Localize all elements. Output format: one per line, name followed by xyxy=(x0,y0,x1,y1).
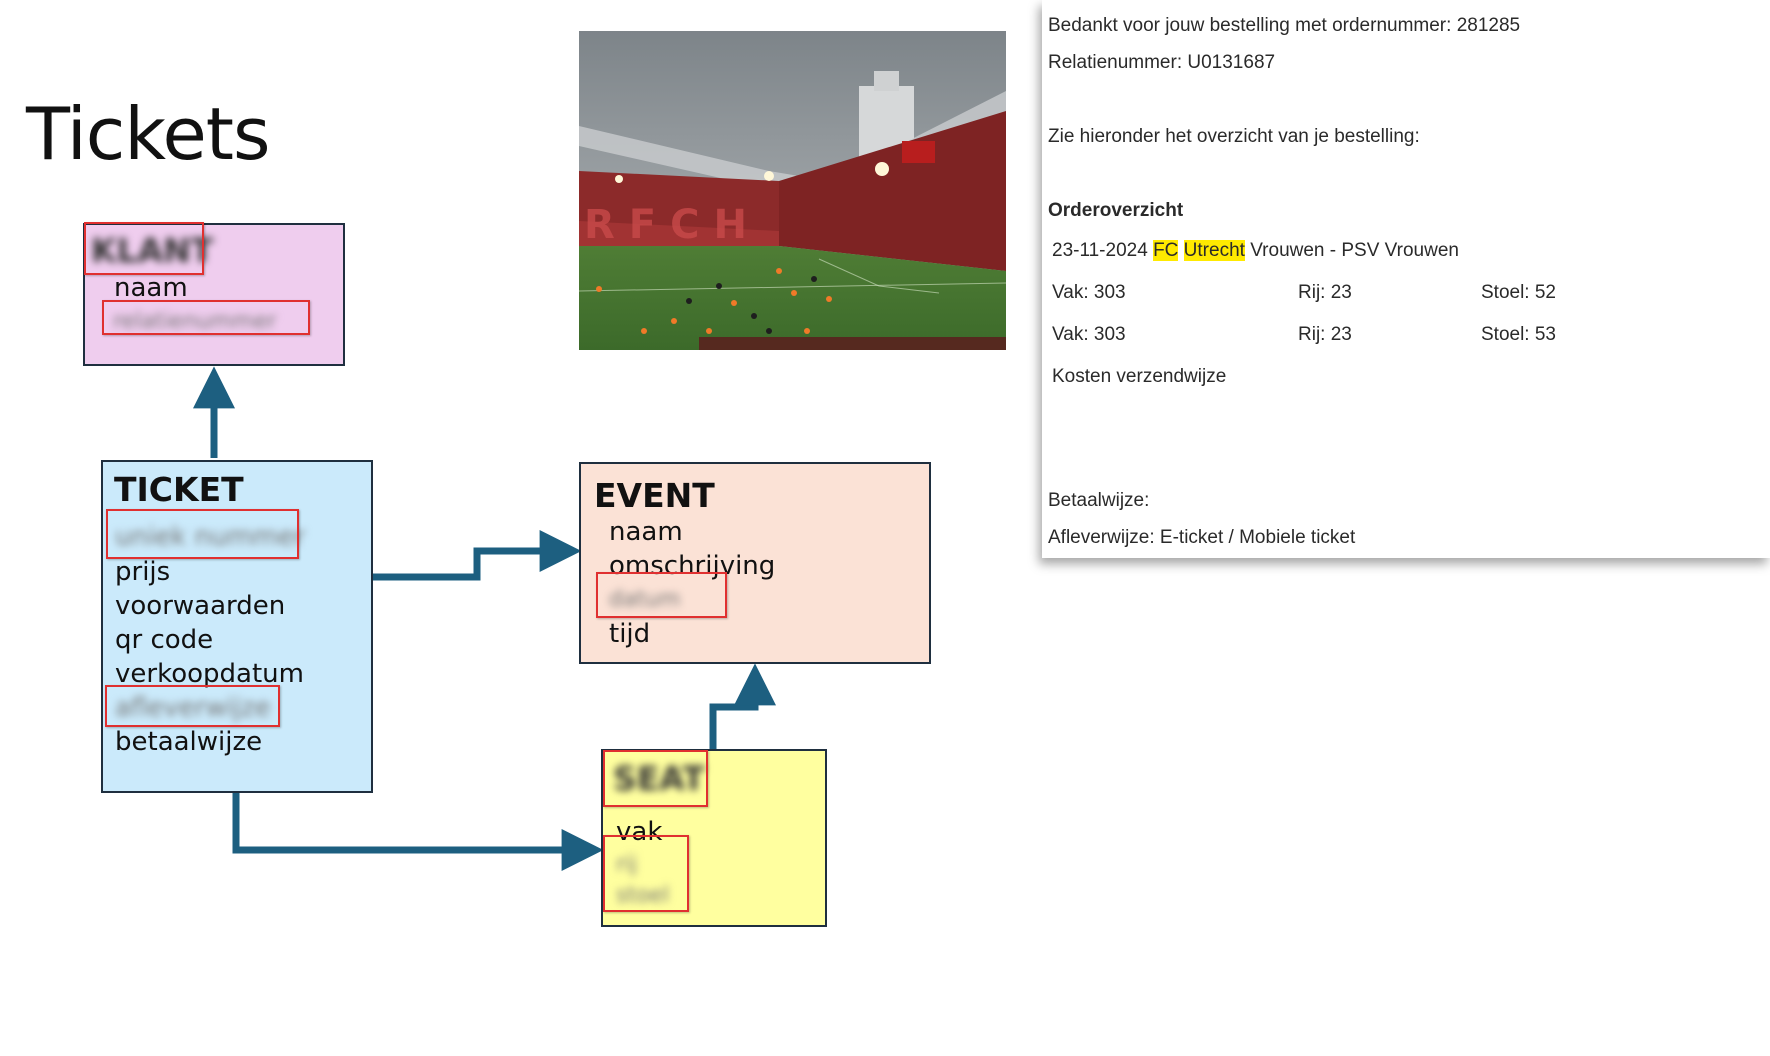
row1-vak: Vak: 303 xyxy=(1052,282,1126,303)
entity-klant: KLANT naam relatienummer xyxy=(83,223,345,366)
email-match-line: 23-11-2024 FC Utrecht Vrouwen - PSV Vrou… xyxy=(1052,240,1459,262)
ticket-attr-verkoopdatum: verkoopdatum xyxy=(115,659,304,689)
redaction-box-klant-header xyxy=(84,222,204,275)
event-attr-omschrijving: omschrijving xyxy=(609,551,776,581)
ticket-attr-uniek-nummer: uniek nummer xyxy=(115,522,305,552)
row2-stoel: Stoel: 53 xyxy=(1481,324,1556,345)
event-header: EVENT xyxy=(594,476,715,515)
entity-seat: SEAT vak rij stoel xyxy=(601,749,827,927)
row1-rij: Rij: 23 xyxy=(1298,282,1352,303)
arrow-seat-to-event xyxy=(709,663,776,749)
row2-rij: Rij: 23 xyxy=(1298,324,1352,345)
ticket-attr-afleverwijze: afleverwijze xyxy=(115,693,271,723)
seat-header: SEAT xyxy=(613,759,705,798)
ticket-attr-betaalwijze: betaalwijze xyxy=(115,727,263,757)
row2-vak: Vak: 303 xyxy=(1052,324,1126,345)
klant-header: KLANT xyxy=(91,231,214,270)
seat-attr-stoel: stoel xyxy=(616,883,670,908)
seat-attr-vak: vak xyxy=(616,817,663,847)
match-date: 23-11-2024 xyxy=(1052,240,1148,261)
ticket-attr-prijs: prijs xyxy=(115,557,171,587)
redaction-box-datum xyxy=(596,572,727,618)
slide-title: Tickets xyxy=(26,92,271,176)
redaction-box-afleverwijze xyxy=(105,685,280,727)
stadium-letters: RFCH xyxy=(584,202,761,248)
email-afleverwijze: Afleverwijze: E-ticket / Mobiele ticket xyxy=(1048,527,1356,548)
ticket-attr-qr-code: qr code xyxy=(115,625,214,655)
match-rest: Vrouwen - PSV Vrouwen xyxy=(1250,240,1459,261)
event-attr-datum: datum xyxy=(609,587,681,612)
redaction-box-seat-header xyxy=(603,750,708,807)
ticket-header: TICKET xyxy=(114,470,244,509)
stadium-photo: RFCH xyxy=(579,31,1006,350)
seat-attr-rij: rij xyxy=(616,852,638,877)
ticket-attr-voorwaarden: voorwaarden xyxy=(115,591,286,621)
match-fc: FC xyxy=(1153,240,1179,261)
email-kosten-verzendwijze: Kosten verzendwijze xyxy=(1052,366,1227,387)
arrow-ticket-to-event xyxy=(373,530,582,581)
redaction-box-uniek-nummer xyxy=(106,509,299,559)
redaction-box-rij-stoel xyxy=(603,835,689,912)
email-betaalwijze: Betaalwijze: xyxy=(1048,490,1150,511)
email-bedankt: Bedankt voor jouw bestelling met ordernu… xyxy=(1048,15,1521,36)
klant-attr-naam: naam xyxy=(114,273,188,303)
entity-ticket: TICKET uniek nummer prijs voorwaarden qr… xyxy=(101,460,373,793)
email-relatienummer: Relatienummer: U0131687 xyxy=(1048,52,1276,73)
email-orderoverzicht-heading: Orderoverzicht xyxy=(1048,200,1184,221)
row1-stoel: Stoel: 52 xyxy=(1481,282,1556,303)
email-zie-overzicht: Zie hieronder het overzicht van je beste… xyxy=(1048,126,1420,147)
arrow-ticket-to-seat xyxy=(232,793,604,871)
event-attr-naam: naam xyxy=(609,517,683,547)
klant-attr-relatienummer: relatienummer xyxy=(113,309,277,334)
match-utrecht: Utrecht xyxy=(1183,240,1245,261)
order-confirmation-email: Bedankt voor jouw bestelling met ordernu… xyxy=(1042,0,1770,558)
entity-event: EVENT naam omschrijving datum tijd xyxy=(579,462,931,664)
event-attr-tijd: tijd xyxy=(609,619,651,649)
redaction-box-relatienummer xyxy=(102,300,310,335)
